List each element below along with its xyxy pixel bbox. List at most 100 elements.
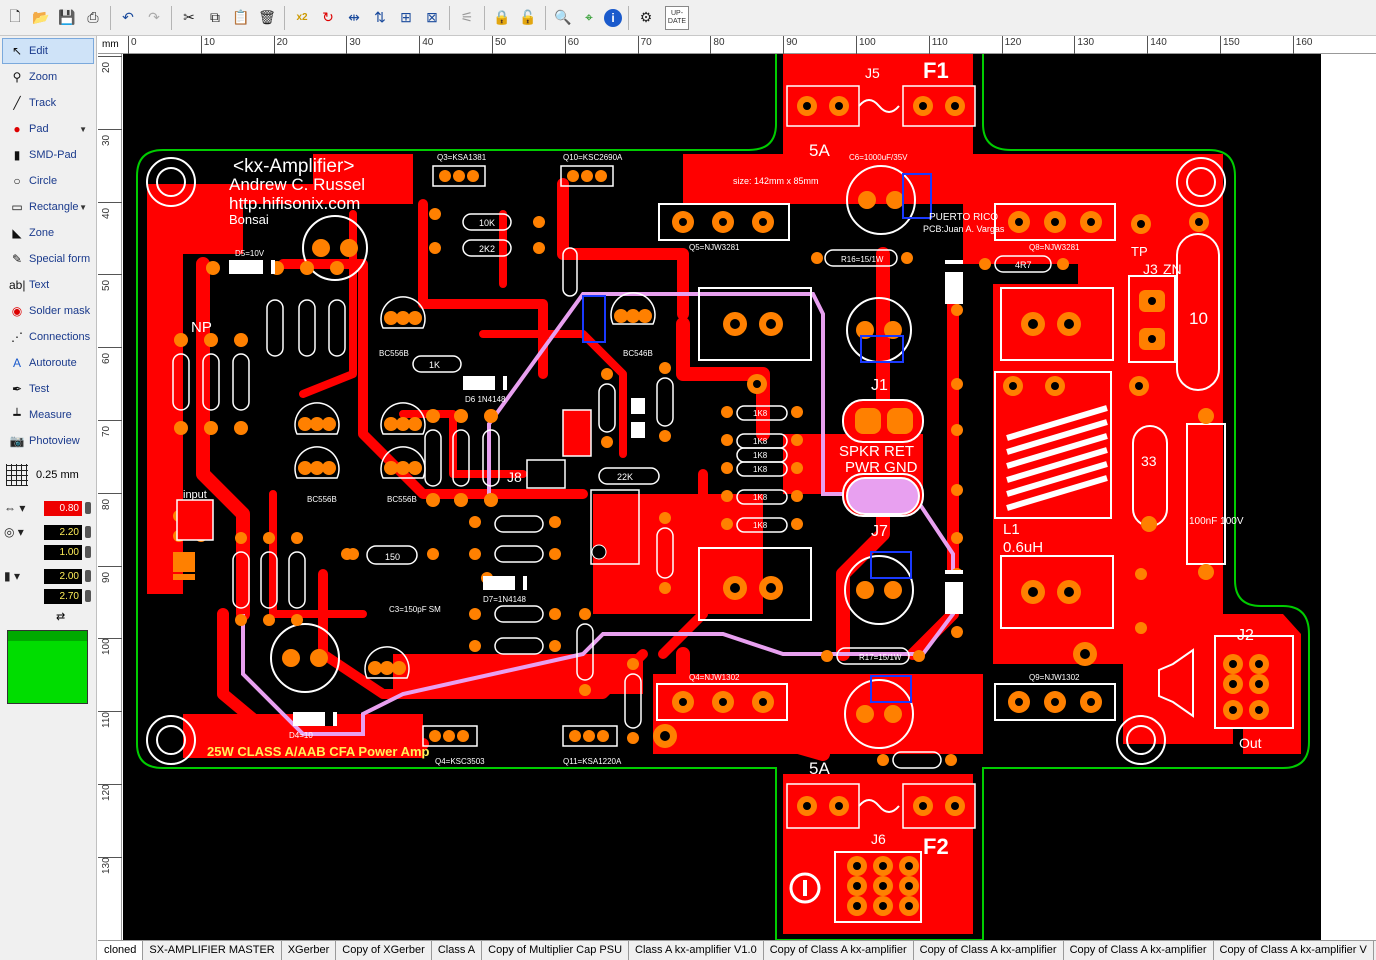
ruler-v-label: 80 — [101, 498, 112, 510]
label-bc556-1: BC556B — [379, 349, 409, 358]
unlock-icon[interactable]: 🔓 — [519, 9, 537, 25]
tool-edit[interactable]: ↖Edit — [2, 38, 94, 64]
redo-icon[interactable]: ↷ — [148, 9, 160, 25]
tool-photoview[interactable]: 📷Photoview — [2, 428, 94, 454]
ruler-h-tick: 90 — [783, 36, 797, 54]
tool-text[interactable]: ab|Text — [2, 272, 94, 298]
toolbar-separator — [628, 5, 629, 30]
smd-width-slider[interactable] — [85, 570, 91, 582]
label-np: NP — [191, 319, 212, 336]
pad-inner-row[interactable]: 1.00 — [0, 542, 96, 562]
document-tab[interactable]: Copy of XGerber — [336, 941, 432, 960]
tool-sidebar: ↖Edit⚲Zoom╱Track●Pad▼▮SMD-Pad○Circle▭Rec… — [0, 36, 97, 960]
cut-icon[interactable]: ✂ — [183, 9, 195, 25]
swap-row[interactable]: ⇄ — [0, 606, 96, 626]
print-icon[interactable]: ⎙ — [87, 9, 99, 25]
toolbar-separator — [110, 5, 111, 30]
tool-measure[interactable]: ┷Measure — [2, 402, 94, 428]
track-width-value[interactable]: 0.80 — [44, 500, 82, 516]
tool-connections[interactable]: ⋰Connections — [2, 324, 94, 350]
ruler-h-tick: 50 — [492, 36, 506, 54]
pcb-canvas[interactable]: <kx-Amplifier> Andrew C. Russel http.hif… — [123, 54, 1321, 940]
label-r1k8: 1K8 — [753, 521, 768, 530]
pad-outer-value[interactable]: 2.20 — [44, 524, 82, 540]
tool-zone[interactable]: ◣Zone — [2, 220, 94, 246]
dropdown-arrow-icon[interactable]: ▼ — [79, 202, 87, 212]
update-button[interactable]: UP- DATE — [665, 5, 689, 30]
undo-icon[interactable]: ↶ — [122, 9, 134, 25]
properties-icon[interactable]: ⚟ — [460, 9, 474, 25]
tool-test[interactable]: ✒Test — [2, 376, 94, 402]
document-tab[interactable]: Copy of Class A kx-amplifier — [1064, 941, 1214, 960]
delete-icon[interactable]: 🗑 — [258, 9, 276, 25]
save-icon[interactable]: 💾 — [58, 9, 76, 25]
tool-label: Rectangle — [29, 201, 79, 213]
info-icon[interactable]: i — [604, 8, 622, 27]
tool-track[interactable]: ╱Track — [2, 90, 94, 116]
smd-h-row[interactable]: 2.70 — [0, 586, 96, 606]
tool-circle[interactable]: ○Circle — [2, 168, 94, 194]
label-l1-value: 0.6uH — [1003, 539, 1043, 556]
board-footer: 25W CLASS A/AAB CFA Power Amp — [207, 744, 430, 759]
rotate-icon[interactable]: ↻ — [322, 9, 334, 25]
ruler-h-tick: 160 — [1292, 36, 1312, 54]
swap-icon[interactable]: ⇄ — [56, 610, 66, 623]
settings-icon[interactable]: ⚙ — [639, 9, 653, 25]
document-tab[interactable]: Class A kx-amplifier V1.0 — [629, 941, 764, 960]
track-width-row[interactable]: ⇔ ▾ 0.80 — [0, 498, 96, 518]
mirror-x-icon[interactable]: ⇹ — [348, 9, 360, 25]
lock-icon[interactable]: 🔒 — [493, 9, 511, 25]
toolbar-separator — [284, 5, 285, 30]
power-resistor-boxes — [698, 287, 1114, 629]
zoom-icon[interactable]: 🔍 — [554, 9, 572, 25]
tool-zoom[interactable]: ⚲Zoom — [2, 64, 94, 90]
group-icon[interactable]: ⊠ — [426, 9, 438, 25]
ruler-v-label: 110 — [101, 712, 112, 729]
smd-w-row[interactable]: ▮ ▾ 2.00 — [0, 566, 96, 586]
solder-mask-icon: ◉ — [11, 304, 23, 318]
dropdown-arrow-icon[interactable]: ▼ — [79, 124, 87, 134]
track-width-slider[interactable] — [85, 502, 91, 514]
connections-icon: ⋰ — [11, 330, 23, 344]
layer-color-swatch[interactable] — [7, 630, 88, 704]
document-tab[interactable]: Copy of Multiplier Cap PSU — [482, 941, 630, 960]
label-d7: D7=1N4148 — [483, 595, 526, 604]
pad-inner-value[interactable]: 1.00 — [44, 544, 82, 560]
ruler-v-label: 20 — [101, 61, 112, 73]
smd-height-value[interactable]: 2.70 — [44, 588, 82, 604]
copy-icon[interactable]: ⧉ — [210, 9, 220, 25]
grid-selector[interactable]: 0.25 mm — [0, 460, 96, 490]
pad-outer-slider[interactable] — [85, 526, 91, 538]
open-folder-icon[interactable]: 📂 — [32, 9, 50, 25]
ruler-v-label: 120 — [101, 784, 112, 801]
tool-solder-mask[interactable]: ◉Solder mask — [2, 298, 94, 324]
mirror-y-icon[interactable]: ⇅ — [374, 9, 386, 25]
document-tab[interactable]: SX-AMPLIFIER MASTER — [143, 941, 282, 960]
tool-rectangle[interactable]: ▭Rectangle▼ — [2, 194, 94, 220]
pcb-board[interactable]: <kx-Amplifier> Andrew C. Russel http.hif… — [123, 54, 1321, 940]
document-tab[interactable]: XGerber — [282, 941, 337, 960]
document-tab[interactable]: Copy of Class A kx-amplifier — [914, 941, 1064, 960]
new-file-icon[interactable]: 🗋 — [9, 7, 21, 24]
document-tab[interactable]: cloned — [98, 941, 144, 960]
pad-outer-row[interactable]: ◎ ▾ 2.20 — [0, 522, 96, 542]
pad-inner-slider[interactable] — [85, 546, 91, 558]
connect-icon[interactable]: ⌖ — [585, 9, 593, 25]
align-icon[interactable]: ⊞ — [400, 9, 412, 25]
tool-pad[interactable]: ●Pad▼ — [2, 116, 94, 142]
label-d6: D6 1N4148 — [465, 395, 506, 404]
document-tab[interactable]: Copy of Class A kx-amplifier — [764, 941, 914, 960]
label-f2: F2 — [923, 834, 949, 859]
label-cap-100nf: 100nF 100V — [1189, 516, 1244, 527]
tool-special-form[interactable]: ✎Special form — [2, 246, 94, 272]
document-tab[interactable]: Class A — [432, 941, 483, 960]
smd-width-value[interactable]: 2.00 — [44, 568, 82, 584]
tool-smd-pad[interactable]: ▮SMD-Pad — [2, 142, 94, 168]
smd-height-slider[interactable] — [85, 590, 91, 602]
document-tab[interactable]: Copy of Class A kx-amplifier V — [1214, 941, 1374, 960]
label-r-33: 33 — [1141, 453, 1157, 469]
paste-icon[interactable]: 📋 — [232, 9, 250, 25]
multiply-icon[interactable]: x2 — [296, 12, 308, 23]
